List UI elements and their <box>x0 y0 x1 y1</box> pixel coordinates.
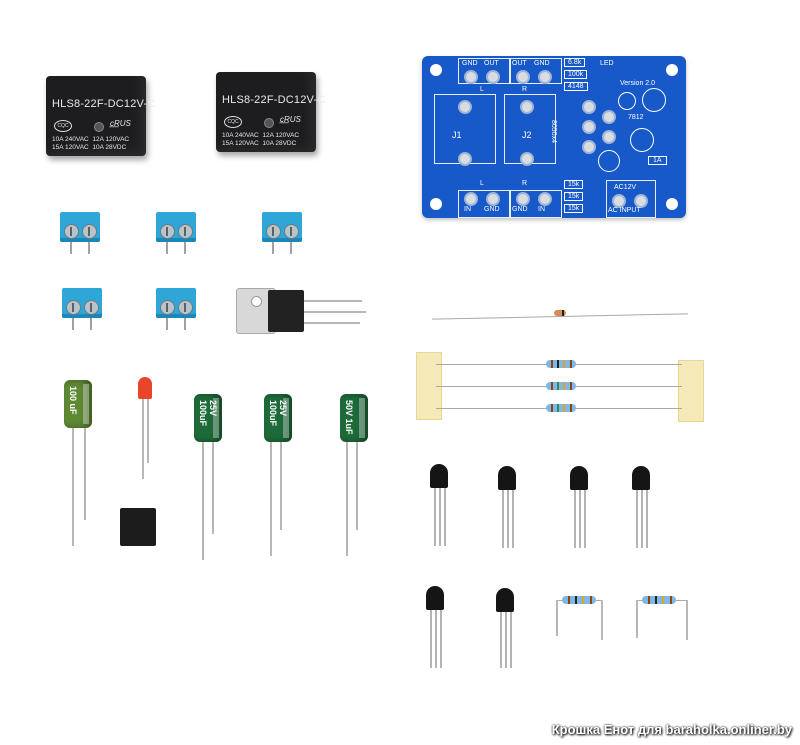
relay-indicator <box>94 122 104 132</box>
watermark: Крошка Енот для baraholka.onliner.by <box>551 722 792 737</box>
relay-model-label: HLS8-22F-DC12V-C <box>52 98 156 110</box>
capacitor-label: 50V 1uF <box>344 400 354 435</box>
relay-specs: 10A 240VAC 12A 120VAC 15A 120VAC 10A 28V… <box>52 136 130 151</box>
pcb-diode-4148: 4148 <box>564 82 588 91</box>
capacitor-label: 100 uF <box>68 386 78 415</box>
pcb-reg-7812: 7812 <box>628 114 644 121</box>
relay-2: HLS8-22F-DC12V-C CQC c̲R̲US 10A 240VAC 1… <box>216 72 325 152</box>
pcb-label-gnd: GND <box>462 60 478 67</box>
pcb-fuse: 1A <box>648 156 667 165</box>
terminal-block <box>62 288 102 330</box>
pcb-label-out: OUT <box>512 60 527 67</box>
pcb-r-100k: 100k <box>564 70 588 79</box>
pcb-ac12v: AC12V <box>614 184 637 191</box>
terminal-block <box>156 212 196 254</box>
capacitor-label: 25V 100uF <box>268 400 288 427</box>
terminal-block <box>60 212 100 254</box>
cqc-mark: CQC <box>54 120 72 132</box>
relay-model-label: HLS8-22F-DC12V-C <box>222 94 326 106</box>
pcb-version: Version 2.0 <box>620 80 656 87</box>
pcb-ac-input: AC INPUT <box>608 207 641 214</box>
pcb-led-label: LED <box>600 60 614 67</box>
pcb-j2: J2 <box>522 130 532 140</box>
pcb-channel-right: R <box>522 86 528 93</box>
pcb-channel-left: L <box>480 180 484 187</box>
pcb-label-in: IN <box>464 206 471 213</box>
terminal-block <box>262 212 302 254</box>
relay-specs: 10A 240VAC 12A 120VAC 15A 120VAC 10A 28V… <box>222 132 300 147</box>
ul-mark: c̲R̲US <box>280 115 301 124</box>
capacitor-label: 25V 100uF <box>198 400 218 427</box>
relay-indicator <box>264 118 274 128</box>
cqc-mark: CQC <box>224 116 242 128</box>
pcb-label-gnd: GND <box>484 206 500 213</box>
pcb-transistor-label: 8050x4 <box>550 120 557 143</box>
pcb-r-15k: 15k <box>564 204 584 213</box>
ul-mark: c̲R̲US <box>110 119 131 128</box>
pcb-j1: J1 <box>452 130 462 140</box>
pcb-label-gnd: GND <box>534 60 550 67</box>
terminal-block <box>156 288 196 330</box>
pcb-label-gnd: GND <box>512 206 528 213</box>
pcb-label-in: IN <box>538 206 545 213</box>
pcb-channel-right: R <box>522 180 528 187</box>
pcb-board: GND OUT OUT GND L R J1 J2 6.8k 100k 4148… <box>422 56 686 218</box>
pcb-channel-left: L <box>480 86 484 93</box>
pcb-r-15k: 15k <box>564 180 584 189</box>
pcb-r-15k: 15k <box>564 192 584 201</box>
pcb-r-68k: 6.8k <box>564 58 586 67</box>
relay-1: HLS8-22F-DC12V-C CQC c̲R̲US 10A 240VAC 1… <box>46 76 155 156</box>
pcb-label-out: OUT <box>484 60 499 67</box>
